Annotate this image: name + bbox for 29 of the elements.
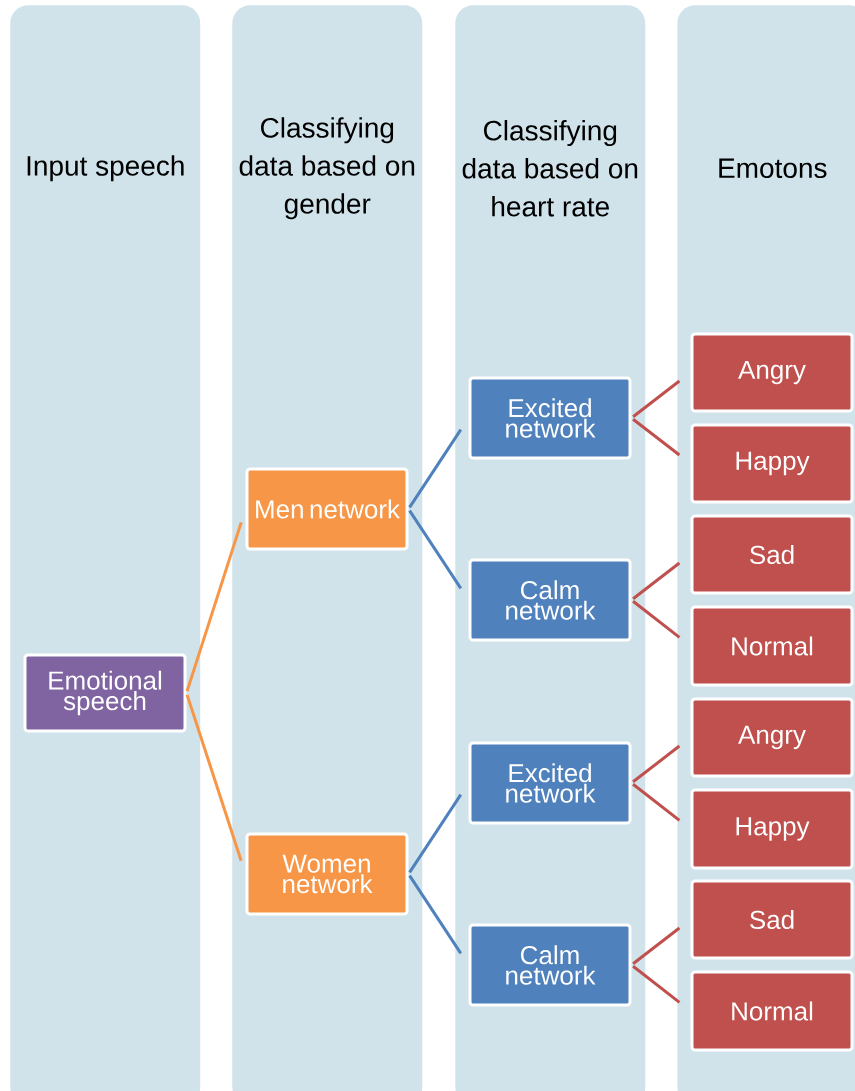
- process-box: Calm network: [468, 558, 632, 642]
- process-box: Sad: [690, 879, 854, 960]
- connector-line: [632, 783, 681, 822]
- process-box: Happy: [690, 788, 854, 870]
- connector-line: [632, 561, 681, 600]
- connector-line: [632, 926, 681, 965]
- connector-line: [408, 874, 463, 955]
- connector-line: [408, 428, 463, 509]
- connector-line: [632, 418, 681, 457]
- connector-line: [632, 965, 681, 1004]
- connector-line: [408, 793, 463, 874]
- process-box: Happy: [690, 423, 854, 504]
- connector-line: [185, 694, 243, 862]
- process-box: Normal: [690, 605, 854, 687]
- process-box: Angry: [690, 332, 854, 413]
- process-box: Excited network: [468, 376, 632, 460]
- process-box: Normal: [690, 970, 854, 1052]
- process-box: Angry: [690, 697, 854, 778]
- process-box: Calm network: [468, 923, 632, 1007]
- connector-line: [632, 744, 681, 783]
- process-box: Men network: [245, 467, 409, 551]
- connector-line: [632, 379, 681, 418]
- process-box: Women network: [245, 832, 409, 916]
- connector-line: [185, 521, 243, 692]
- connector-line: [632, 600, 681, 639]
- connector-line: [408, 509, 463, 590]
- process-box: Sad: [690, 514, 854, 595]
- process-box: Excited network: [468, 741, 632, 825]
- process-box: Emotional speech: [23, 653, 187, 733]
